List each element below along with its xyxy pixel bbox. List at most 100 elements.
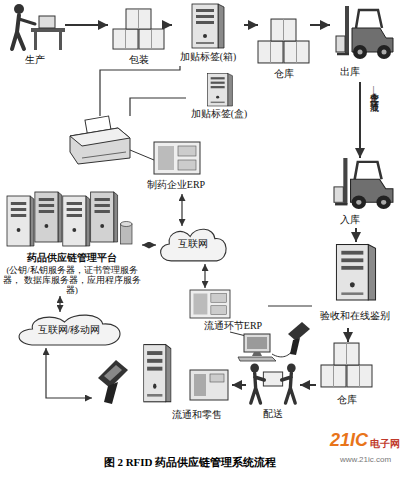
carton [271,19,296,41]
node-label: 加贴标签(箱) [172,52,244,63]
forklift-mast [345,6,349,54]
icon-group [192,4,224,48]
erp-panel [158,146,174,170]
server-led [350,282,355,287]
forklift-wheel [353,45,367,59]
disk-top [120,222,132,227]
carton [284,41,309,63]
node-description: (公钥/私钥服务器，证书管理服务器， 数据库服务器，应用程序服务器) [2,266,142,295]
computer-monitor [244,334,270,352]
process-step: 入库 [330,158,396,228]
icon-group [258,19,309,63]
server-vent [147,394,162,397]
erp-system: 制药企业ERP [66,116,216,194]
server-tower [7,196,30,246]
carton-tape [138,9,139,29]
carton [113,29,138,49]
icon-group [208,73,233,106]
flow-arrow [347,328,349,342]
wheel-hub [358,50,363,55]
worker-head [14,4,24,14]
node-label: 药品供应链管理平台 [2,252,142,264]
server-slot [196,9,214,12]
server-led [216,96,219,99]
process-step: 包装 [108,8,170,70]
platform-servers: 药品供应链管理平台 (公钥/私钥服务器，证书管理服务器， 数据库服务器，应用程序服… [2,192,142,296]
forklift-wheel [352,196,366,209]
server-vent [196,42,214,44]
process-step: 仓库 [258,18,310,82]
flow-arrow [65,24,108,26]
server-slot [39,204,54,207]
data-link [142,244,156,245]
server-slot [211,82,225,84]
server-tower [144,345,166,402]
worker-arm [19,19,35,24]
forklift-mast [343,158,347,204]
server-tower [192,4,218,48]
icon-group [190,290,230,318]
erp-cabinet [154,142,200,174]
network-cloud: 互联网/移动网 [12,312,126,348]
process-step: 加贴标签(箱) [172,2,244,66]
forklift-wheel [377,45,391,59]
server-slot [11,208,26,211]
server-slot [147,367,162,371]
node-label: 互联网/移动网 [12,324,126,336]
wheel-hub [381,200,386,205]
flow-arrow [170,24,172,26]
node-label: 加贴标签(盒) [186,109,252,120]
table-top [31,28,65,32]
pos-terminal [190,370,228,400]
server-slot [67,214,82,217]
icon-group [321,343,372,387]
erp-cabinet [190,290,230,318]
server-slot [341,266,363,270]
server-slot [67,202,82,205]
server-side [58,192,62,242]
server-side [166,345,171,402]
server-side [368,245,375,300]
node-label: 包装 [108,54,170,66]
process-step: 生产 [5,2,65,70]
server-led [17,228,21,232]
icon-group [336,6,393,59]
icon-group [12,4,65,50]
computer-screen [247,337,267,349]
carton [263,372,282,386]
table-leg [59,32,62,50]
network-cloud: 互联网 [156,226,230,264]
computer-keyboard [238,357,276,361]
node-label: 验收和在线鉴别 [312,310,398,322]
data-link [100,66,180,116]
worker-body [282,373,296,403]
data-link [268,305,312,306]
carton [258,41,283,63]
process-step: 出库 [330,2,396,82]
node-label: 仓库 [258,68,310,80]
forklift-cabin [356,10,382,28]
reader-handle [104,382,118,404]
worker-body [251,373,265,403]
reader-screen [104,365,122,381]
watermark-url: www.21ic.com [340,455,391,464]
forklift-load [336,36,345,52]
server-slot [39,198,54,201]
figure-caption: 图 2 RFID 药品供应链管理系统流程 [40,455,340,470]
data-link [181,194,182,226]
table-leg [34,32,37,50]
carton [39,16,55,28]
carton-tape [359,365,360,387]
server-led [100,224,104,228]
carton [139,29,164,49]
server-side [218,4,224,48]
icon-group [98,345,228,404]
server-tower [336,245,368,300]
server-slot [67,208,82,211]
server-slot [147,359,162,363]
monitor-stand [252,352,262,356]
icon-group [113,9,164,49]
server-led [45,224,49,228]
watermark-logo: 21IC [330,430,368,451]
node-label: 入库 [330,214,370,226]
